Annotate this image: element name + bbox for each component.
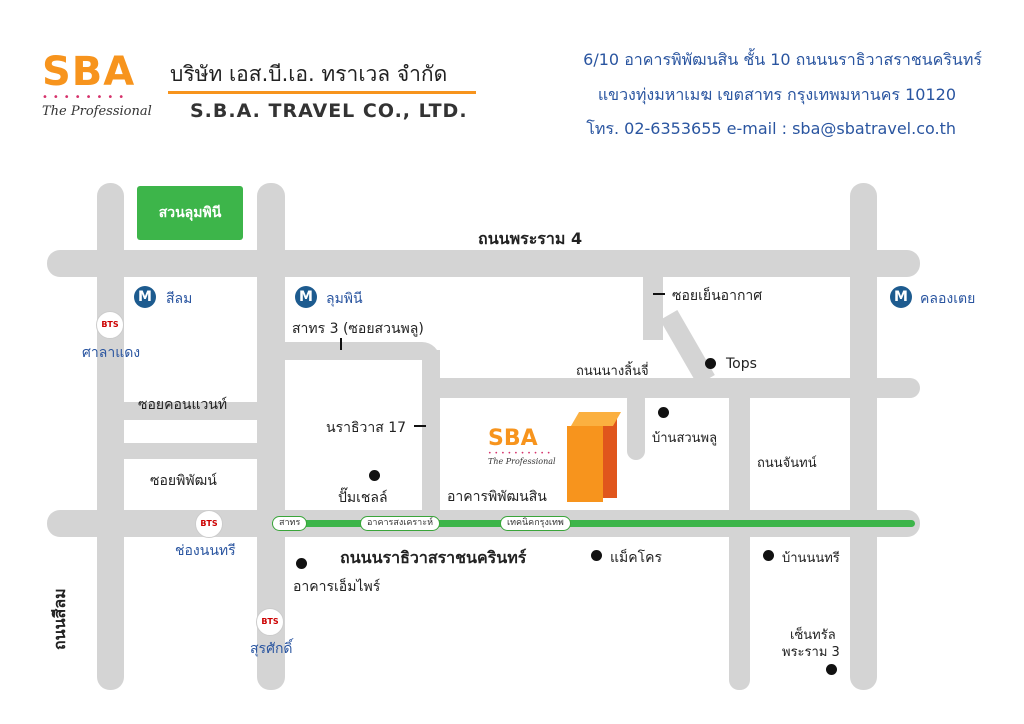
label-narathiwat17: นราธิวาส 17 [326, 420, 407, 436]
road-baan-suan-phlu [627, 390, 645, 460]
road-soi-phiphat [123, 443, 257, 459]
brt-line [272, 520, 915, 527]
lumphini-park: สวนลุมพินี [137, 186, 243, 240]
sba-building-icon [567, 412, 622, 502]
tick [414, 425, 426, 427]
mrt-lumphini: ลุมพินี [326, 291, 363, 307]
makro-marker [591, 550, 602, 561]
bts-chong-nonsi: ช่องนนทรี [175, 543, 236, 559]
label-makro: แม็คโคร [610, 550, 663, 566]
brt-station: เทคนิคกรุงเทพ [500, 516, 571, 531]
label-building: อาคารพิพัฒนสิน [447, 489, 547, 505]
company-name-th: บริษัท เอส.บี.เอ. ทราเวล จำกัด [170, 62, 448, 86]
label-sathorn3: สาทร 3 (ซอยสวนพลู) [292, 321, 424, 337]
mrt-icon: M [134, 286, 156, 308]
label-tops: Tops [726, 356, 757, 372]
label-silom-road: ถนนสีลม [50, 588, 69, 650]
mrt-khlong-toei: คลองเตย [920, 291, 976, 307]
mrt-icon: M [890, 286, 912, 308]
label-soi-phiphat: ซอยพิพัฒน์ [150, 473, 217, 489]
empire-marker [296, 558, 307, 569]
road-rama4 [47, 250, 920, 277]
central-marker [826, 664, 837, 675]
label-central-rama3: พระราม 3 [782, 645, 840, 660]
address-line-3: โทร. 02-6353655 e-mail : sba@sbatravel.c… [586, 119, 956, 138]
label-soi-yen-akat: ซอยเย็นอากาศ [672, 288, 763, 304]
label-soi-convent: ซอยคอนแวนท์ [138, 397, 228, 413]
tops-marker [705, 358, 716, 369]
bts-surasak: สุรศักดิ์ [250, 641, 293, 657]
shell-marker [369, 470, 380, 481]
logo-text: SBA [42, 49, 136, 95]
brt-station: อาคารสงเคราะห์ [360, 516, 441, 531]
sba-map-logo: SBA •••••••••• The Professional [488, 426, 556, 467]
road-nang-linchi [430, 378, 920, 398]
sba-map-tagline: The Professional [488, 457, 556, 466]
mrt-silom: สีลม [166, 291, 193, 307]
baan-suan-phlu-marker [658, 407, 669, 418]
road-soi-yen-akat-diag [660, 310, 715, 385]
road-soi-convent [123, 402, 257, 420]
road-sathorn3 [285, 342, 440, 360]
tick [653, 293, 665, 295]
bts-icon: BTS [96, 311, 124, 339]
label-central: เซ็นทรัล [790, 628, 836, 643]
bts-sala-daeng: ศาลาแดง [82, 345, 141, 361]
road-soi-yen-akat [643, 270, 663, 340]
label-chan-road: ถนนจันทน์ [757, 456, 817, 471]
mrt-icon: M [295, 286, 317, 308]
sba-logo: SBA •••••••• The Professional [42, 52, 152, 119]
logo-dots: •••••••• [42, 92, 130, 103]
logo-dots: •••••••••• [488, 450, 554, 457]
label-pump-shell: ปั๊มเชลล์ [338, 490, 388, 506]
label-nang-linchi: ถนนนางลิ้นจี่ [576, 364, 649, 379]
road-narathiwat17 [422, 350, 440, 520]
address-line-1: 6/10 อาคารพิพัฒนสิน ชั้น 10 ถนนนราธิวาสร… [583, 50, 982, 69]
label-baan-suan-phlu: บ้านสวนพลู [652, 431, 718, 446]
label-rama4: ถนนพระราม 4 [478, 229, 583, 248]
logo-tagline: The Professional [42, 104, 152, 119]
bts-icon: BTS [256, 608, 284, 636]
brt-station: สาทร [272, 516, 308, 531]
orange-divider [168, 91, 476, 94]
address-line-2: แขวงทุ่งมหาเมฆ เขตสาทร กรุงเทพมหานคร 101… [597, 85, 956, 104]
sba-map-logo-text: SBA [488, 426, 538, 451]
label-narathiwat-road: ถนนนราธิวาสราชนครินทร์ [340, 548, 527, 567]
baan-nonsi-marker [763, 550, 774, 561]
company-name-en: S.B.A. TRAVEL CO., LTD. [190, 100, 468, 122]
bts-icon: BTS [195, 510, 223, 538]
label-empire: อาคารเอ็มไพร์ [293, 579, 381, 595]
tick [340, 338, 342, 350]
label-baan-nonsi: บ้านนนทรี [782, 551, 840, 566]
